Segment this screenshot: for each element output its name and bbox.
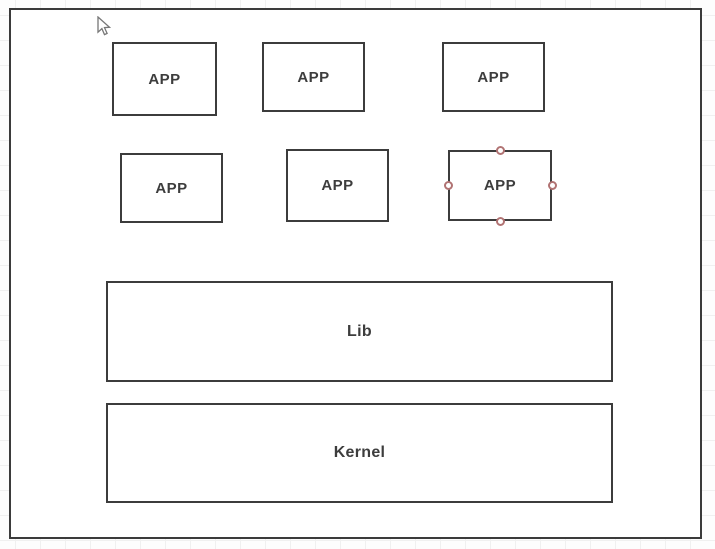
app-box-6-selected[interactable]: APP (443, 145, 557, 226)
app-box-5[interactable]: APP (286, 149, 389, 222)
selection-handle-top[interactable] (495, 145, 505, 155)
app-box-label: APP (477, 68, 510, 86)
lib-layer-box[interactable]: Lib (106, 281, 613, 382)
selection-handle-right[interactable] (547, 181, 557, 190)
app-box-label: APP (148, 70, 181, 88)
app-box-label: APP (155, 179, 188, 197)
app-box-3[interactable]: APP (442, 42, 545, 112)
app-box-4[interactable]: APP (120, 153, 223, 223)
selection-handle-bottom[interactable] (495, 216, 505, 226)
app-box-label: APP (483, 177, 517, 194)
selection-handle-left[interactable] (443, 181, 453, 190)
app-box-label: APP (321, 177, 354, 194)
app-box-label: APP (297, 68, 330, 86)
kernel-layer-box[interactable]: Kernel (106, 403, 613, 503)
app-box-2[interactable]: APP (262, 42, 365, 112)
lib-layer-label: Lib (347, 322, 372, 340)
kernel-layer-label: Kernel (333, 444, 386, 461)
app-box-1[interactable]: APP (112, 42, 217, 116)
